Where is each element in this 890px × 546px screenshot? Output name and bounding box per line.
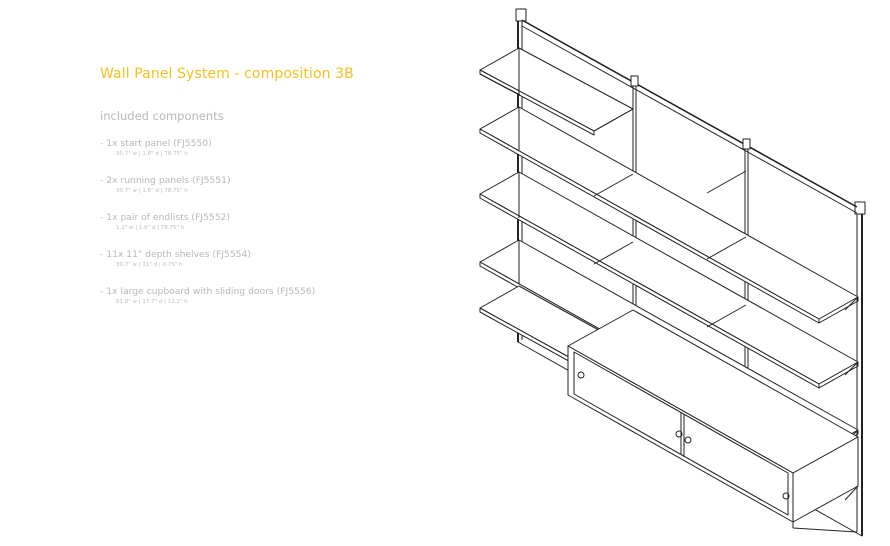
component-name: - 2x running panels (FJ5551) (100, 175, 231, 186)
list-item-start-panel: - 1x start panel (FJ5550) 30.7" w | 1.6"… (100, 138, 315, 175)
list-item-cupboard: - 1x large cupboard with sliding doors (… (100, 286, 315, 323)
door-handle-right (783, 493, 789, 499)
page-title: Wall Panel System - composition 3B (100, 66, 354, 82)
component-list: - 1x start panel (FJ5550) 30.7" w | 1.6"… (100, 138, 315, 323)
component-name: - 11x 11" depth shelves (FJ5554) (100, 249, 251, 260)
component-dimensions: 1.1" w | 1.6" d | 78.75" h (116, 225, 185, 231)
component-name: - 1x start panel (FJ5550) (100, 138, 212, 149)
component-dimensions: 30.7" w | 1.6" d | 78.75" h (116, 151, 188, 157)
component-name: - 1x large cupboard with sliding doors (… (100, 286, 316, 297)
component-name: - 1x pair of endlists (FJ5552) (100, 212, 230, 223)
door-handle-center-2 (685, 437, 691, 443)
list-item-running-panels: - 2x running panels (FJ5551) 30.7" w | 1… (100, 175, 315, 212)
shelf-brackets (519, 48, 858, 443)
shelf-row-2 (480, 107, 858, 323)
door-handle-center-1 (676, 431, 682, 437)
cupboard (568, 310, 858, 528)
door-handle-left (578, 372, 584, 378)
top-rail (522, 20, 857, 207)
component-dimensions: 61.8" w | 17.7" d | 12.1" h (116, 299, 188, 305)
component-dimensions: 30.7" w | 11" d | 0.75" h (116, 262, 183, 268)
components-heading: included components (100, 109, 224, 123)
component-dimensions: 30.7" w | 1.6" d | 78.75" h (116, 188, 188, 194)
shelf-row-1 (480, 48, 633, 135)
list-item-endlists: - 1x pair of endlists (FJ5552) 1.1" w | … (100, 212, 315, 249)
list-item-shelves: - 11x 11" depth shelves (FJ5554) 30.7" w… (100, 249, 315, 286)
